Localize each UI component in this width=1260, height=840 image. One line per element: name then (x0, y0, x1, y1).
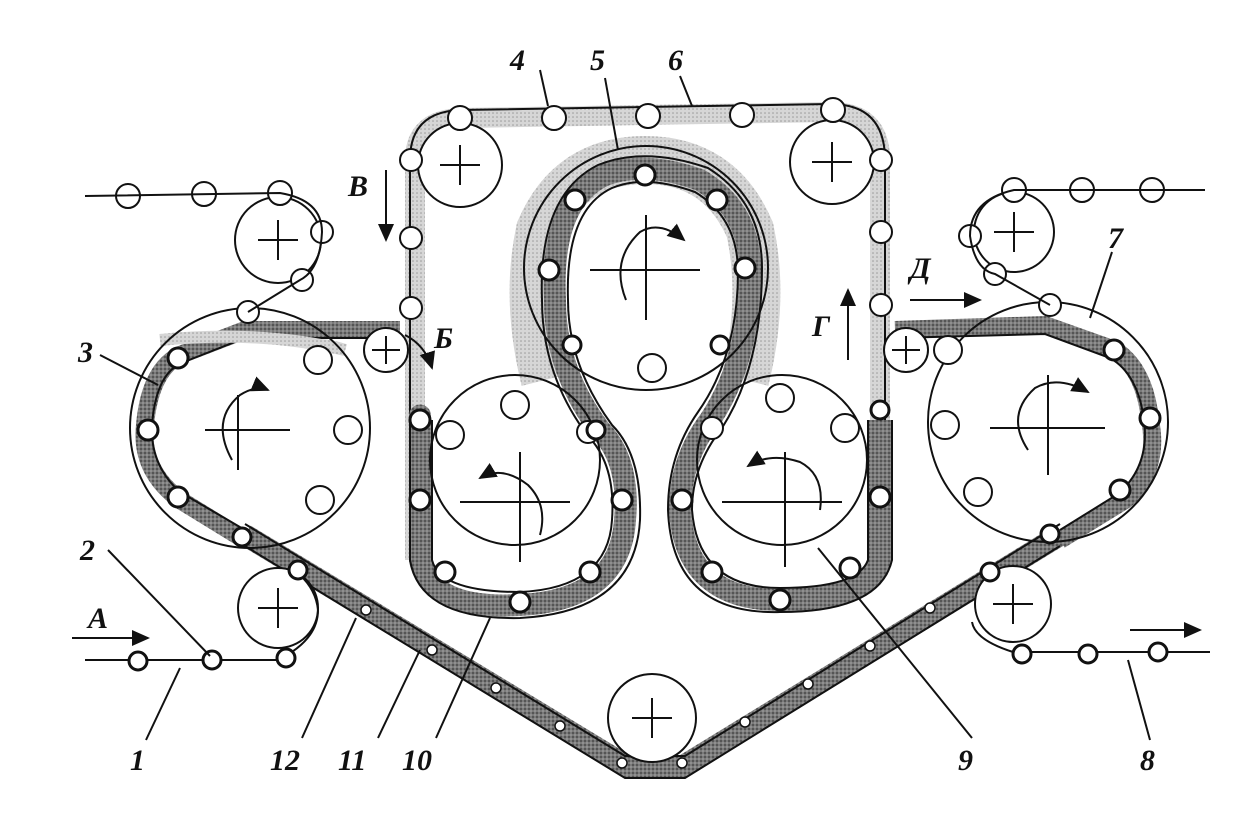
direction-arrows (72, 170, 1202, 646)
label-V: В (347, 170, 368, 203)
chain-links (127, 163, 1169, 672)
label-5: 5 (590, 44, 605, 77)
leader-lines (99, 69, 1151, 741)
rotation-arrows (221, 223, 1090, 536)
drum-pins (303, 335, 993, 515)
label-3: 3 (77, 336, 93, 369)
label-B: Б (433, 322, 453, 355)
label-10: 10 (402, 744, 432, 777)
label-A: А (86, 602, 108, 635)
label-D: Д (907, 252, 932, 285)
label-12: 12 (270, 744, 300, 777)
label-1: 1 (130, 744, 145, 777)
label-8: 8 (1140, 744, 1155, 777)
label-4: 4 (509, 44, 525, 77)
label-7: 7 (1108, 222, 1124, 255)
axis-crosses (205, 142, 1105, 738)
label-6: 6 (668, 44, 683, 77)
label-11: 11 (338, 744, 366, 777)
label-G: Г (811, 310, 831, 343)
label-9: 9 (958, 744, 973, 777)
small-beads-v (360, 602, 936, 769)
label-2: 2 (79, 534, 95, 567)
